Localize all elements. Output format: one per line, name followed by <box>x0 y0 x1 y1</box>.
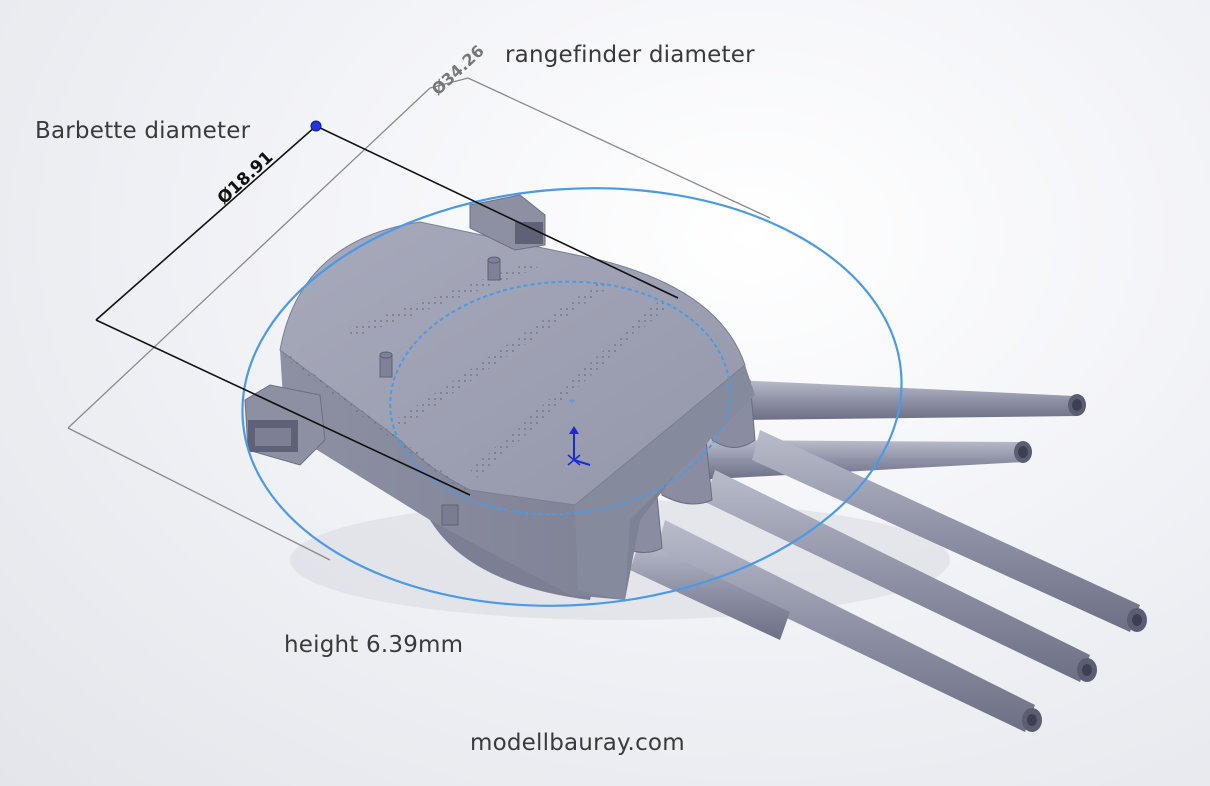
gun-barrel <box>630 540 790 640</box>
barbette-label: Barbette diameter <box>35 118 251 144</box>
gun-barrel <box>705 470 1097 682</box>
barbette-sketch-circle[interactable] <box>382 270 737 525</box>
gun-barrel <box>752 430 1147 632</box>
rangefinder-sketch-circle[interactable] <box>228 166 915 627</box>
roof-rivet-lines <box>285 262 668 498</box>
rangefinder-dimension-value[interactable]: Ø34.26 <box>428 41 488 99</box>
gun-barrel <box>655 520 1042 732</box>
turret-face-plate <box>575 365 755 600</box>
website-watermark: modellbauray.com <box>470 730 685 756</box>
side-hatch <box>441 504 459 526</box>
barbette-dimension[interactable] <box>95 125 679 496</box>
rangefinder-label: rangefinder diameter <box>505 42 755 68</box>
height-label: height 6.39mm <box>284 632 464 658</box>
rangefinder-hood <box>244 384 326 466</box>
rangefinder-dimension[interactable] <box>67 77 771 561</box>
gun-barrel <box>735 380 1086 420</box>
barbette-dimension-value[interactable]: Ø18.91 <box>214 147 278 208</box>
origin-triad <box>567 399 591 466</box>
dimension-endpoint-handle[interactable] <box>310 120 322 132</box>
turret-side-armor <box>280 350 750 600</box>
periscope <box>379 256 501 378</box>
